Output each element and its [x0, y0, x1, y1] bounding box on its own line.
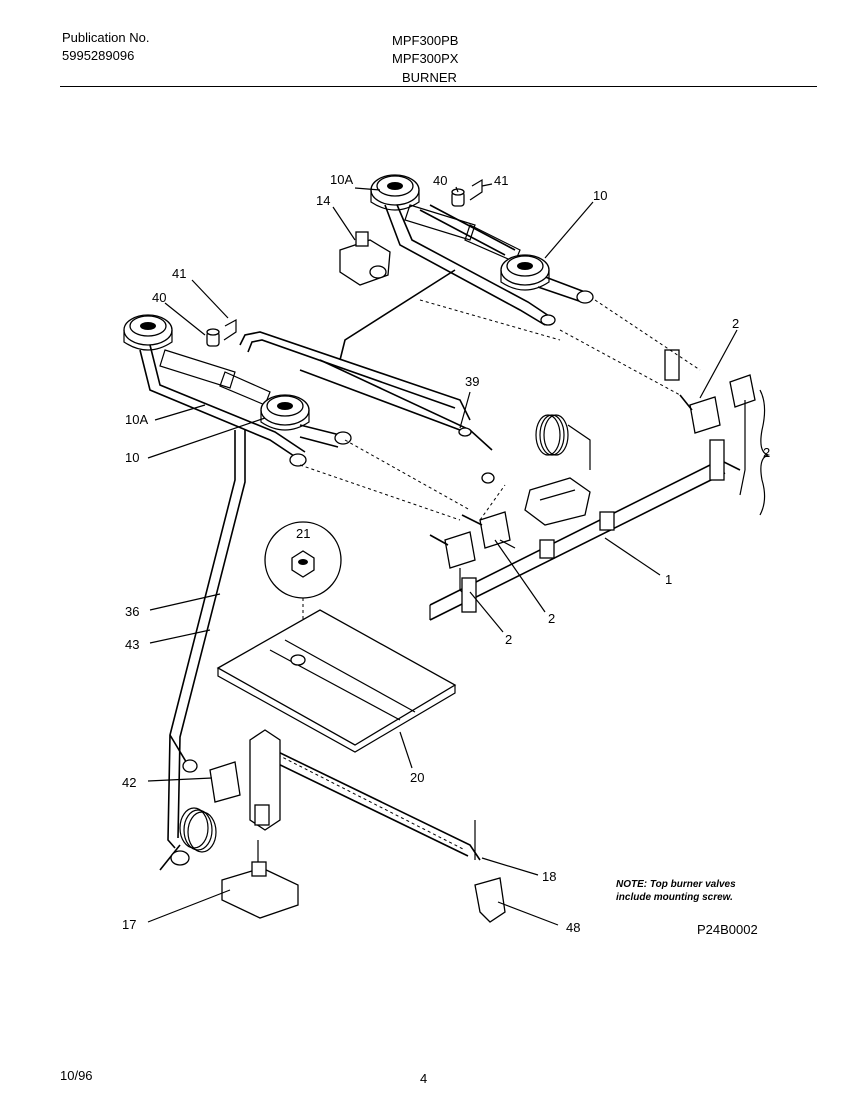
callout-20: 20: [410, 770, 424, 785]
callout-42: 42: [122, 775, 136, 790]
dash-leader-valve-5: [344, 439, 471, 511]
dash-leader-valve-2: [559, 329, 681, 396]
callout-2-c: 2: [548, 611, 555, 626]
baffle-20: [216, 609, 457, 753]
model-number-1: MPF300PB: [392, 33, 459, 48]
footer-date: 10/96: [60, 1068, 93, 1083]
ignition-wires: [299, 269, 495, 484]
callout-21: 21: [296, 526, 310, 541]
callout-10-top: 10: [593, 188, 607, 203]
oven-burner-18: [249, 729, 481, 861]
dash-leader-valve-3: [594, 299, 701, 371]
valve-2-rear-right: [709, 374, 756, 496]
callout-40-left: 40: [152, 290, 166, 305]
burner-head-10A-top: [370, 174, 420, 211]
dash-leader-valve-1: [479, 484, 506, 521]
model-number-2: MPF300PX: [392, 51, 459, 66]
section-title: BURNER: [402, 70, 457, 85]
publication-number: 5995289096: [62, 48, 135, 63]
callout-labels: 10A 40 41 10 14 41 40 10A 10 39 2 2 2 2 …: [122, 172, 770, 935]
note-line-1: NOTE: Top burner valves: [616, 879, 736, 890]
footer-page-number: 4: [420, 1071, 427, 1086]
callout-10A-left: 10A: [125, 412, 148, 427]
electrode-clip-41-left: [223, 318, 237, 341]
callout-18: 18: [542, 869, 556, 884]
callout-41-left: 41: [172, 266, 186, 281]
dash-leader-valve-4: [299, 464, 461, 521]
spark-module: [524, 477, 591, 526]
electrode-clip-41-top: [469, 178, 483, 201]
valve-2-rear-left: [664, 349, 721, 434]
detail-circle-21: [264, 521, 342, 630]
pressure-regulator-14: [339, 231, 391, 286]
spark-electrode-40-left: [206, 328, 220, 347]
upper-burner-assembly: [384, 199, 594, 326]
callout-14: 14: [316, 193, 330, 208]
bracket-48: [474, 877, 506, 923]
valve-2-front-right: [461, 511, 516, 549]
callout-43: 43: [125, 637, 139, 652]
oven-safety-valve-17: [221, 840, 299, 919]
callout-2-b: 2: [763, 445, 770, 460]
diagram-code: P24B0002: [697, 922, 758, 937]
callout-2-d: 2: [505, 632, 512, 647]
callout-48: 48: [566, 920, 580, 935]
callout-1: 1: [665, 572, 672, 587]
burner-head-10-top: [500, 254, 550, 291]
dash-leader-regulator: [419, 299, 561, 341]
oven-tubes: [167, 430, 246, 849]
callout-2-a: 2: [732, 316, 739, 331]
callout-17: 17: [122, 917, 136, 932]
igniter-bracket-42: [209, 761, 241, 803]
publication-label: Publication No.: [62, 30, 150, 45]
valve-2-front-left: [429, 531, 477, 613]
callout-41-top: 41: [494, 173, 508, 188]
leader-lines: [147, 183, 771, 926]
burner-head-10A-left: [123, 314, 173, 351]
header-rule: [60, 86, 817, 87]
left-burner-assembly: [139, 331, 471, 467]
igniter-coil: [535, 414, 591, 470]
callout-10-left: 10: [125, 450, 139, 465]
callout-36: 36: [125, 604, 139, 619]
manifold-pipe-1: [429, 459, 741, 621]
burner-head-10-left: [260, 394, 310, 431]
callout-39: 39: [465, 374, 479, 389]
note-line-2: include mounting screw.: [616, 892, 733, 903]
capillary-coil: [159, 807, 217, 871]
callout-40-top: 40: [433, 173, 447, 188]
callout-10A-top: 10A: [330, 172, 353, 187]
